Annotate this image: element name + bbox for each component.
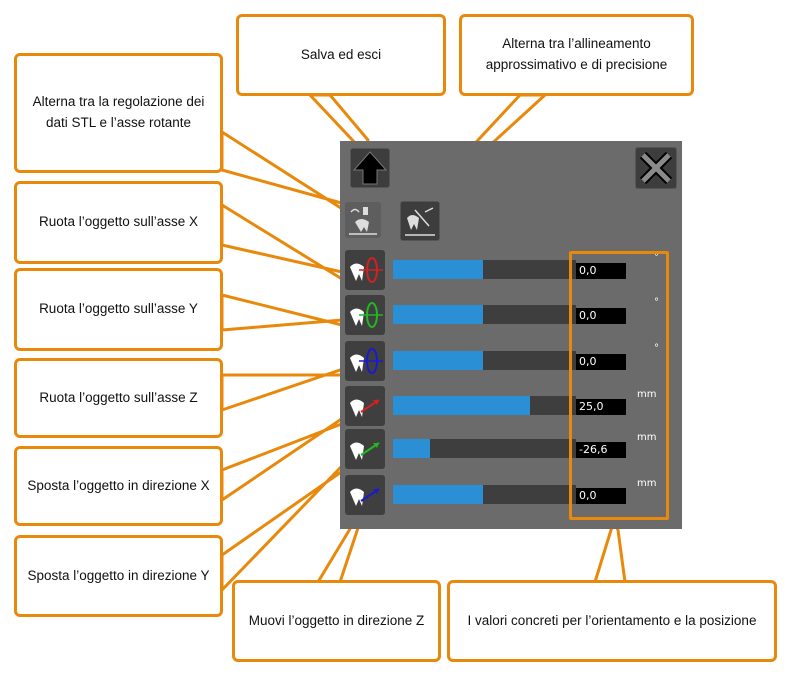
up-arrow-icon [352, 151, 388, 185]
value-field-5[interactable]: 0,0 [576, 488, 626, 504]
callout-move-z: Muovi l’oggetto in direzione Z [232, 580, 441, 662]
callout-rotate-z: Ruota l’oggetto sull’asse Z [14, 358, 223, 438]
adjust-slider-5[interactable] [393, 485, 576, 504]
adjustment-panel: 0,0 ° 0,0 ° 0,0 ° 25,0 mm -26,6 mm 0,0 mm [340, 141, 682, 529]
callout-rotate-x: Ruota l’oggetto sull’asse X [14, 181, 223, 264]
callout-toggle-alignment: Alterna tra l’allineamento approssimativ… [459, 14, 694, 96]
slider-fill [393, 260, 483, 279]
unit-label-5: mm [637, 478, 657, 489]
value-field-4[interactable]: -26,6 [576, 442, 626, 458]
adjust-slider-3[interactable] [393, 396, 576, 415]
leader-movx [220, 413, 348, 502]
adjust-slider-0[interactable] [393, 260, 576, 279]
rotate-axis-button-0[interactable] [345, 250, 385, 290]
move-axis-icon [350, 399, 380, 417]
value-field-1[interactable]: 0,0 [576, 308, 626, 324]
rotate-axis-button-2[interactable] [345, 341, 385, 381]
move-axis-button-4[interactable] [345, 429, 385, 469]
close-x-icon [639, 151, 673, 185]
move-axis-icon [350, 488, 380, 506]
move-axis-button-5[interactable] [345, 475, 385, 515]
move-axis-button-3[interactable] [345, 386, 385, 426]
unit-label-1: ° [654, 297, 659, 308]
slider-fill [393, 396, 531, 415]
leader-rotz [220, 366, 349, 412]
adjust-slider-4[interactable] [393, 439, 576, 458]
unit-label-2: ° [654, 343, 659, 354]
value-field-2[interactable]: 0,0 [576, 354, 626, 370]
callout-move-y: Sposta l’oggetto in direzione Y [14, 535, 223, 617]
rotate-axis-icon [350, 348, 383, 374]
unit-label-0: ° [654, 252, 659, 263]
callout-move-x: Sposta l’oggetto in direzione X [14, 446, 223, 526]
callout-save-exit: Salva ed esci [236, 14, 446, 96]
stl-toggle-icon [349, 207, 377, 235]
slider-fill [393, 485, 483, 504]
unit-label-3: mm [637, 389, 657, 400]
close-button[interactable] [635, 147, 677, 189]
leader-values [593, 520, 627, 584]
toggle-alignment-button[interactable] [400, 201, 440, 241]
save-exit-button[interactable] [350, 148, 390, 188]
leader-movy [220, 460, 348, 592]
value-field-0[interactable]: 0,0 [576, 263, 626, 279]
leader-roty [220, 293, 351, 332]
slider-fill [393, 351, 483, 370]
rotate-axis-button-1[interactable] [345, 295, 385, 335]
slider-fill [393, 305, 483, 324]
slider-fill [393, 439, 430, 458]
unit-label-4: mm [637, 432, 657, 443]
leader-rotx [220, 203, 351, 281]
toggle-stl-button[interactable] [345, 202, 381, 238]
rotate-axis-icon [350, 257, 383, 283]
leader-stl [220, 130, 353, 212]
value-field-3[interactable]: 25,0 [576, 399, 626, 415]
adjust-slider-1[interactable] [393, 305, 576, 324]
alignment-toggle-icon [405, 207, 435, 236]
callout-values: I valori concreti per l’orientamento e l… [447, 580, 777, 662]
rotate-axis-icon [350, 302, 383, 328]
callout-rotate-y: Ruota l’oggetto sull’asse Y [14, 268, 223, 351]
callout-toggle-stl: Alterna tra la regolazione dei dati STL … [14, 53, 223, 173]
adjust-slider-2[interactable] [393, 351, 576, 370]
move-axis-icon [350, 442, 380, 460]
values-highlight [569, 251, 669, 520]
